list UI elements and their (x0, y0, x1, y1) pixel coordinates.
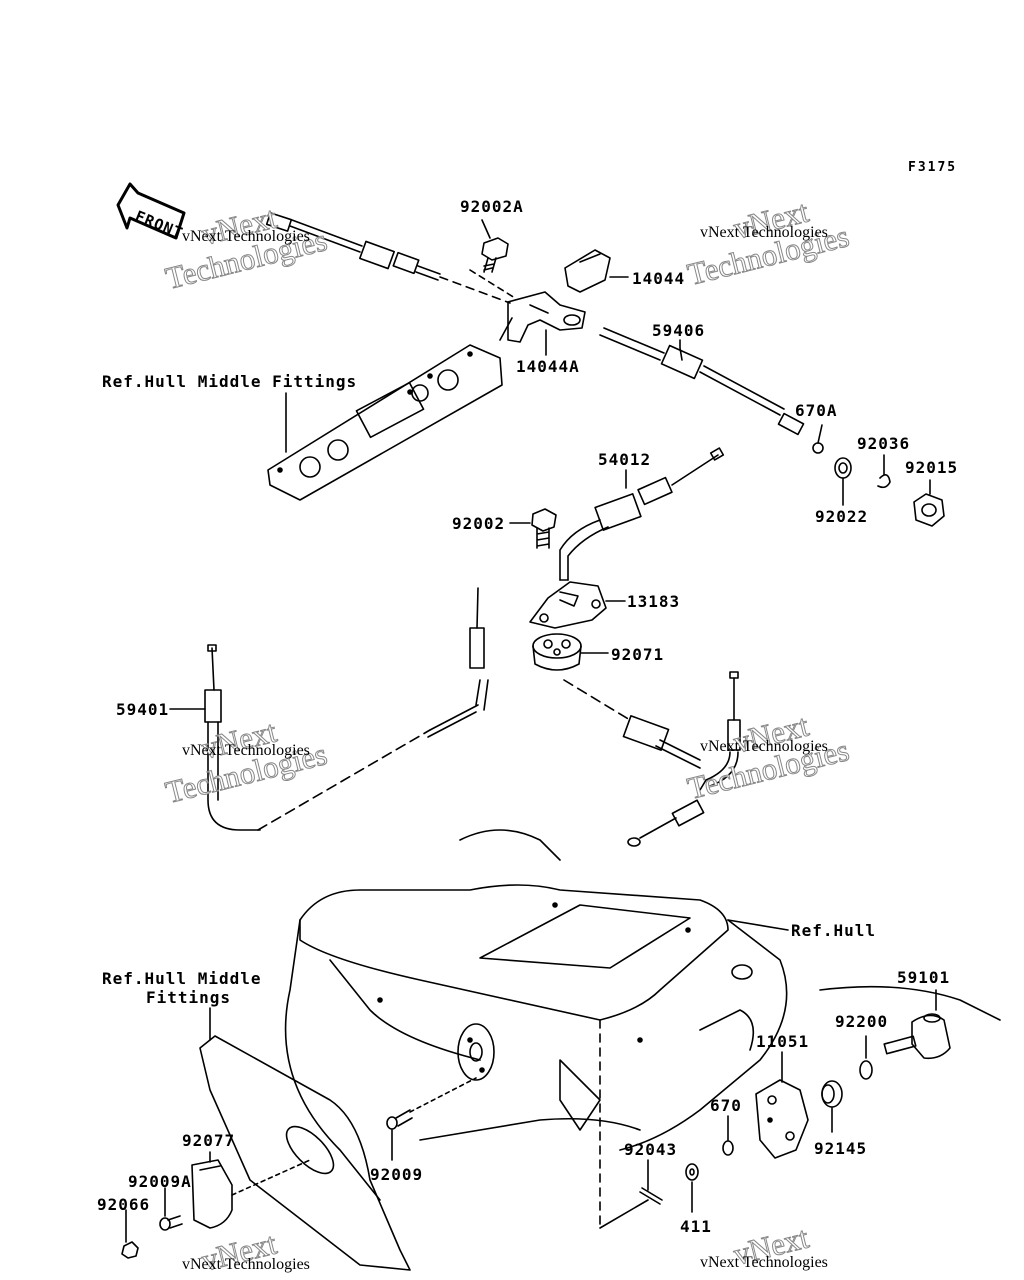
label-92077: 92077 (182, 1131, 236, 1150)
hull-mount-disk (457, 1023, 495, 1081)
label-92015: 92015 (905, 458, 959, 477)
label-92066: 92066 (97, 1195, 151, 1214)
washer-92022 (834, 457, 852, 479)
label-54012: 54012 (598, 450, 652, 469)
oring-670 (722, 1140, 734, 1156)
label-92002: 92002 (452, 514, 506, 533)
label-92002A: 92002A (460, 197, 524, 216)
label-14044: 14044 (632, 269, 686, 288)
nut-92015 (913, 493, 945, 527)
cable-59401 (204, 587, 489, 831)
fitting-59101 (883, 1013, 951, 1060)
clip-92036 (877, 474, 891, 489)
label-92145: 92145 (814, 1139, 868, 1158)
label-670: 670 (710, 1096, 742, 1115)
label-13183: 13183 (627, 592, 681, 611)
label-ref-hull: Ref.Hull (791, 921, 877, 940)
label-59406: 59406 (652, 321, 706, 340)
hull-body (284, 829, 1001, 1231)
grommet-92071 (532, 633, 582, 671)
front-arrow-icon: FRONT (116, 182, 186, 242)
cable-54012 (559, 447, 725, 581)
cable-59406 (599, 327, 805, 436)
label-59101: 59101 (897, 968, 951, 987)
label-92009: 92009 (370, 1165, 424, 1184)
label-14044A: 14044A (516, 357, 580, 376)
pin-92043 (599, 1187, 663, 1229)
label-92022: 92022 (815, 507, 869, 526)
label-92036: 92036 (857, 434, 911, 453)
washer-92200 (859, 1060, 873, 1080)
label-11051: 11051 (756, 1032, 810, 1051)
plate-13183 (529, 581, 607, 629)
cap-92077 (191, 1159, 311, 1229)
bracket-14044A (507, 291, 586, 343)
screw-92009A (159, 1215, 183, 1231)
label-ref-hull-middle-fittings: Ref.Hull Middle Fittings (102, 372, 358, 391)
washer-411 (685, 1163, 699, 1181)
label-670A: 670A (795, 401, 838, 420)
label-92043: 92043 (624, 1140, 678, 1159)
hull-middle-lower-plate (199, 1035, 411, 1271)
label-92009A: 92009A (128, 1172, 192, 1191)
hull-middle-plate (267, 344, 503, 501)
label-411: 411 (680, 1217, 712, 1236)
bolt-92002A (469, 219, 516, 299)
nut-92066 (121, 1241, 139, 1259)
label-59401: 59401 (116, 700, 170, 719)
label-92071: 92071 (611, 645, 665, 664)
ring-92145 (821, 1080, 843, 1108)
label-92200: 92200 (835, 1012, 889, 1031)
bolt-92009 (386, 1077, 477, 1130)
bolt-92002 (531, 508, 557, 549)
cable-right (563, 671, 741, 847)
clip-14044 (564, 249, 611, 293)
figure-code: F3175 (908, 160, 958, 175)
cable-upper-left (265, 212, 511, 304)
label-ref-hull-middle: Ref.Hull Middle (102, 969, 262, 988)
label-fittings: Fittings (146, 988, 232, 1007)
oring-670A (812, 442, 824, 454)
plate-11051 (755, 1079, 809, 1159)
